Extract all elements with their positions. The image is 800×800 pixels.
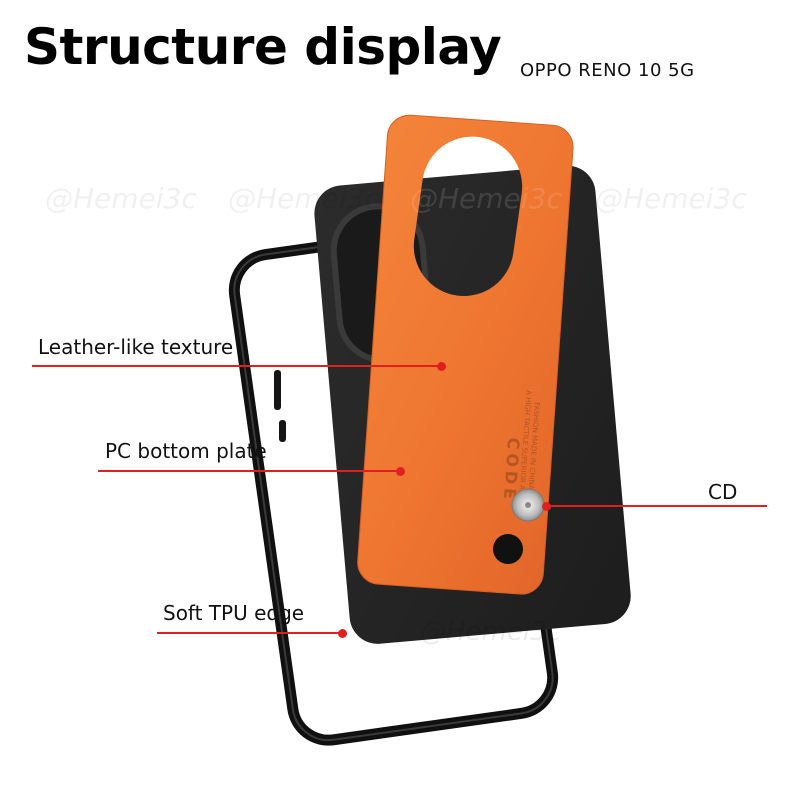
page-title: Structure display [24, 18, 502, 76]
plate-hole [493, 534, 523, 564]
callout-line-cd [545, 505, 767, 507]
phone-model: OPPO RENO 10 5G [520, 60, 695, 81]
callout-label-plate: PC bottom plate [105, 439, 267, 463]
watermark: @Hemei3c [420, 617, 561, 647]
callout-line-tpu [157, 632, 342, 634]
leather-back-panel [357, 114, 574, 595]
callout-line-leather [32, 365, 440, 367]
watermark: @Hemei3c [228, 182, 380, 215]
side-button [279, 420, 286, 442]
watermark: @Hemei3c [45, 182, 197, 215]
side-button [274, 370, 281, 410]
callout-label-cd: CD [708, 480, 738, 504]
callout-dot-plate [395, 466, 405, 476]
callout-label-leather: Leather-like texture [38, 335, 234, 359]
callout-dot-tpu [337, 628, 347, 638]
callout-line-plate [98, 470, 400, 472]
watermark: @Hemei3c [595, 182, 747, 215]
callout-dot-cd [541, 501, 551, 511]
watermark: @Hemei3c [410, 182, 562, 215]
callout-dot-leather [436, 361, 446, 371]
case-brand-text: CODE [500, 437, 524, 504]
callout-label-tpu: Soft TPU edge [163, 601, 305, 625]
